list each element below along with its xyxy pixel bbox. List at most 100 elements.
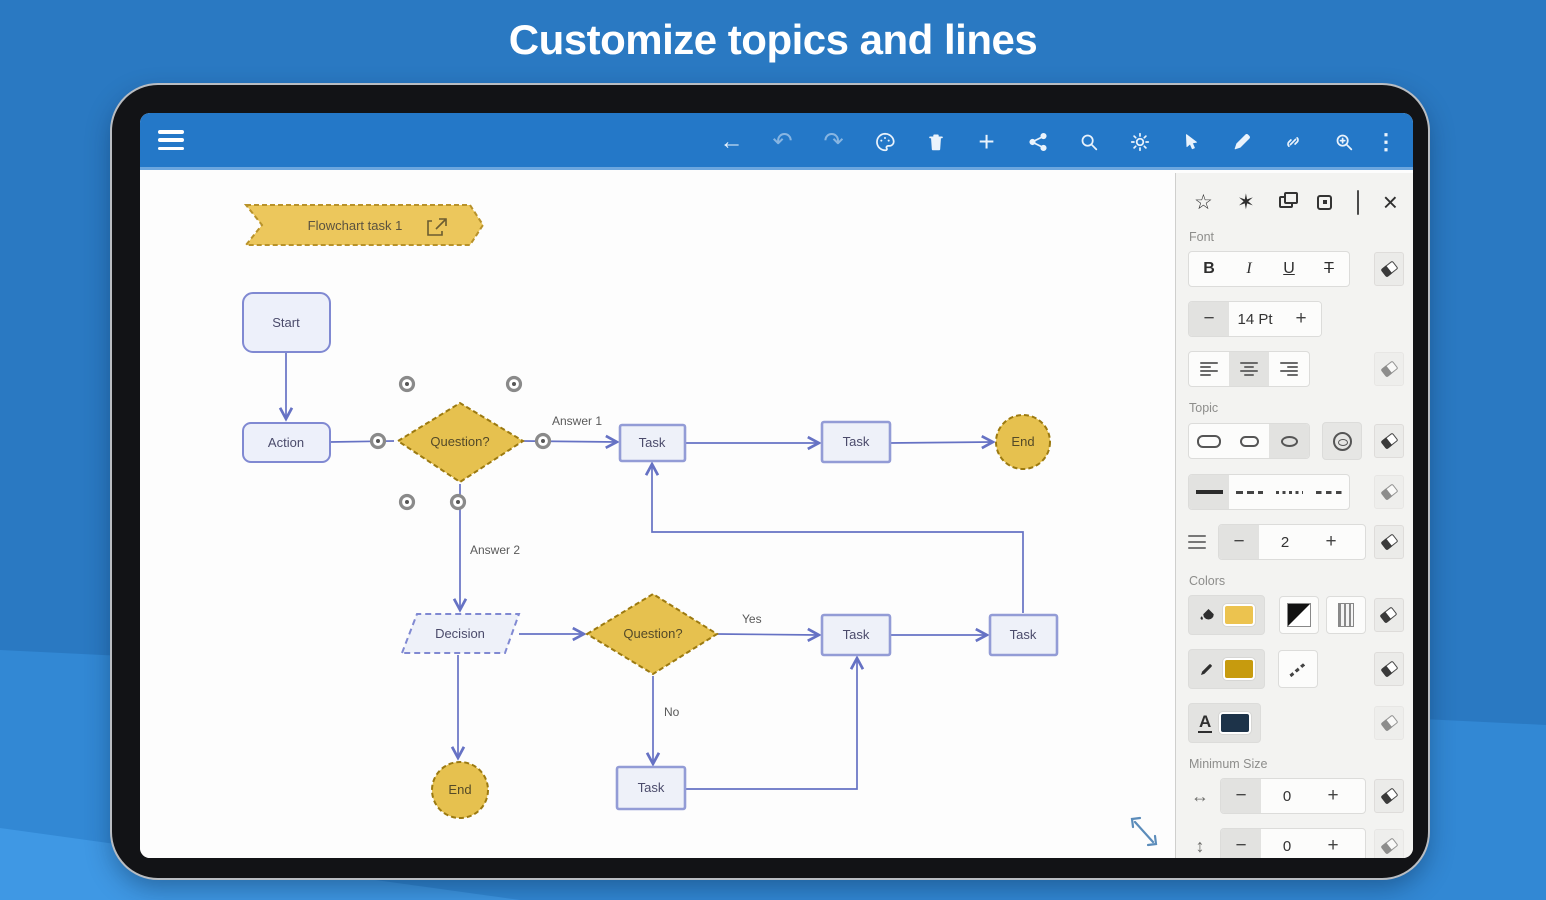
copy-style-icon[interactable]	[1278, 192, 1298, 208]
pencil-icon	[1201, 664, 1212, 675]
brightness-button[interactable]	[1114, 113, 1165, 170]
open-link-icon	[427, 218, 447, 236]
eraser-icon	[1380, 714, 1398, 732]
clear-shape-button[interactable]	[1374, 424, 1404, 458]
zoom-button[interactable]	[1318, 113, 1369, 170]
node-task1[interactable]: Task	[618, 423, 687, 463]
share-button[interactable]	[1012, 113, 1063, 170]
format-panel: ☆ ✶ × Font B I U T − 14	[1175, 173, 1413, 858]
line-dashed-button[interactable]	[1229, 475, 1269, 509]
clear-text-color-button[interactable]	[1374, 706, 1404, 740]
underline-button[interactable]: U	[1269, 252, 1309, 286]
node-banner[interactable]: Flowchart task 1	[243, 204, 485, 246]
redo-icon: ↷	[823, 128, 844, 155]
text-color-button[interactable]: A	[1188, 703, 1262, 743]
clear-style-icon[interactable]	[1356, 189, 1359, 215]
flow-edges	[286, 352, 1024, 790]
align-center-button[interactable]	[1229, 352, 1269, 386]
line-width-decrease-button[interactable]: −	[1219, 525, 1259, 559]
italic-button[interactable]: I	[1229, 252, 1269, 286]
favorite-icon[interactable]: ☆	[1194, 190, 1213, 214]
node-decision[interactable]: Decision	[400, 613, 521, 654]
font-size-decrease-button[interactable]: −	[1189, 302, 1229, 336]
line-solid-button[interactable]	[1189, 475, 1229, 509]
line-dashdot-button[interactable]	[1309, 475, 1349, 509]
pattern-button[interactable]	[1326, 596, 1367, 634]
node-task2[interactable]: Task	[820, 420, 892, 464]
clear-align-button[interactable]	[1374, 352, 1404, 386]
paint-bucket-icon	[1200, 609, 1214, 620]
theme-button[interactable]	[859, 113, 910, 170]
search-button[interactable]	[1063, 113, 1114, 170]
section-label-topic: Topic	[1189, 401, 1219, 415]
eraser-icon	[1379, 606, 1398, 624]
clear-min-height-button[interactable]	[1374, 829, 1404, 858]
font-size-increase-button[interactable]: +	[1281, 302, 1321, 336]
auto-style-icon[interactable]: ✶	[1237, 190, 1255, 214]
select-button[interactable]	[1165, 113, 1216, 170]
min-height-increase-button[interactable]: +	[1313, 829, 1353, 858]
shape-ellipse-button[interactable]	[1269, 424, 1309, 458]
align-left-button[interactable]	[1189, 352, 1229, 386]
node-question2[interactable]: Question?	[585, 592, 719, 676]
eraser-icon	[1380, 260, 1398, 278]
gradient-direction-button[interactable]	[1278, 596, 1319, 634]
more-shapes-button[interactable]	[1322, 422, 1362, 460]
delete-button[interactable]	[910, 113, 961, 170]
node-task3[interactable]: Task	[820, 613, 892, 657]
line-width-stepper: − 2 +	[1218, 524, 1366, 560]
close-icon[interactable]: ×	[1382, 187, 1398, 217]
node-action[interactable]: Action	[242, 422, 331, 463]
back-button[interactable]: ←	[706, 113, 757, 170]
min-width-decrease-button[interactable]: −	[1221, 779, 1261, 813]
align-right-button[interactable]	[1269, 352, 1309, 386]
clear-min-width-button[interactable]	[1374, 779, 1404, 813]
diagonal-dash-icon	[1288, 661, 1307, 677]
node-decision-label: Decision	[435, 626, 485, 641]
short-dash-line-icon	[1315, 490, 1343, 494]
border-dash-button[interactable]	[1277, 650, 1318, 688]
line-width-icon	[1188, 534, 1206, 550]
text-color-icon: A	[1198, 712, 1213, 733]
clear-line-style-button[interactable]	[1374, 475, 1404, 509]
section-label-font: Font	[1189, 230, 1215, 244]
add-button[interactable]: +	[961, 113, 1012, 170]
clear-line-width-button[interactable]	[1374, 525, 1404, 559]
node-question1[interactable]: Question?	[396, 401, 525, 484]
min-width-increase-button[interactable]: +	[1313, 779, 1353, 813]
clear-border-color-button[interactable]	[1374, 652, 1404, 686]
stripe-pattern-icon	[1338, 603, 1355, 627]
bold-button[interactable]: B	[1189, 252, 1229, 286]
more-button[interactable]: ⋮	[1369, 113, 1403, 170]
border-color-button[interactable]	[1188, 649, 1265, 689]
node-task3-label: Task	[843, 627, 870, 642]
strikethrough-button[interactable]: T	[1309, 252, 1349, 286]
diagram-canvas[interactable]: Answer 1 Answer 2 Yes No Flowchart task …	[140, 173, 1175, 858]
node-start[interactable]: Start	[242, 292, 331, 353]
line-width-increase-button[interactable]: +	[1311, 525, 1351, 559]
redo-button[interactable]: ↷	[808, 113, 859, 170]
clear-font-style-button[interactable]	[1374, 252, 1404, 286]
resize-diagonal-icon[interactable]	[1130, 816, 1158, 847]
node-end1[interactable]: End	[995, 414, 1051, 470]
node-end1-label: End	[1011, 434, 1034, 449]
node-task4[interactable]: Task	[988, 613, 1059, 657]
section-label-colors: Colors	[1189, 574, 1226, 588]
menu-icon[interactable]	[158, 130, 184, 150]
line-style-group	[1188, 474, 1350, 510]
node-task5[interactable]: Task	[615, 765, 687, 811]
clear-fill-color-button[interactable]	[1373, 598, 1404, 632]
node-task5-label: Task	[638, 780, 665, 795]
ellipse-icon	[1280, 435, 1298, 447]
node-end2[interactable]: End	[431, 761, 489, 819]
selection-handles[interactable]	[369, 375, 552, 511]
shape-rounded-rect-button[interactable]	[1189, 424, 1229, 458]
line-dotted-button[interactable]	[1269, 475, 1309, 509]
center-topic-icon[interactable]	[1317, 194, 1333, 210]
min-height-decrease-button[interactable]: −	[1221, 829, 1261, 858]
connector-button[interactable]	[1267, 113, 1318, 170]
undo-button[interactable]: ↶	[757, 113, 808, 170]
shape-pill-button[interactable]	[1229, 424, 1269, 458]
fill-color-button[interactable]	[1188, 595, 1265, 635]
edit-button[interactable]	[1216, 113, 1267, 170]
